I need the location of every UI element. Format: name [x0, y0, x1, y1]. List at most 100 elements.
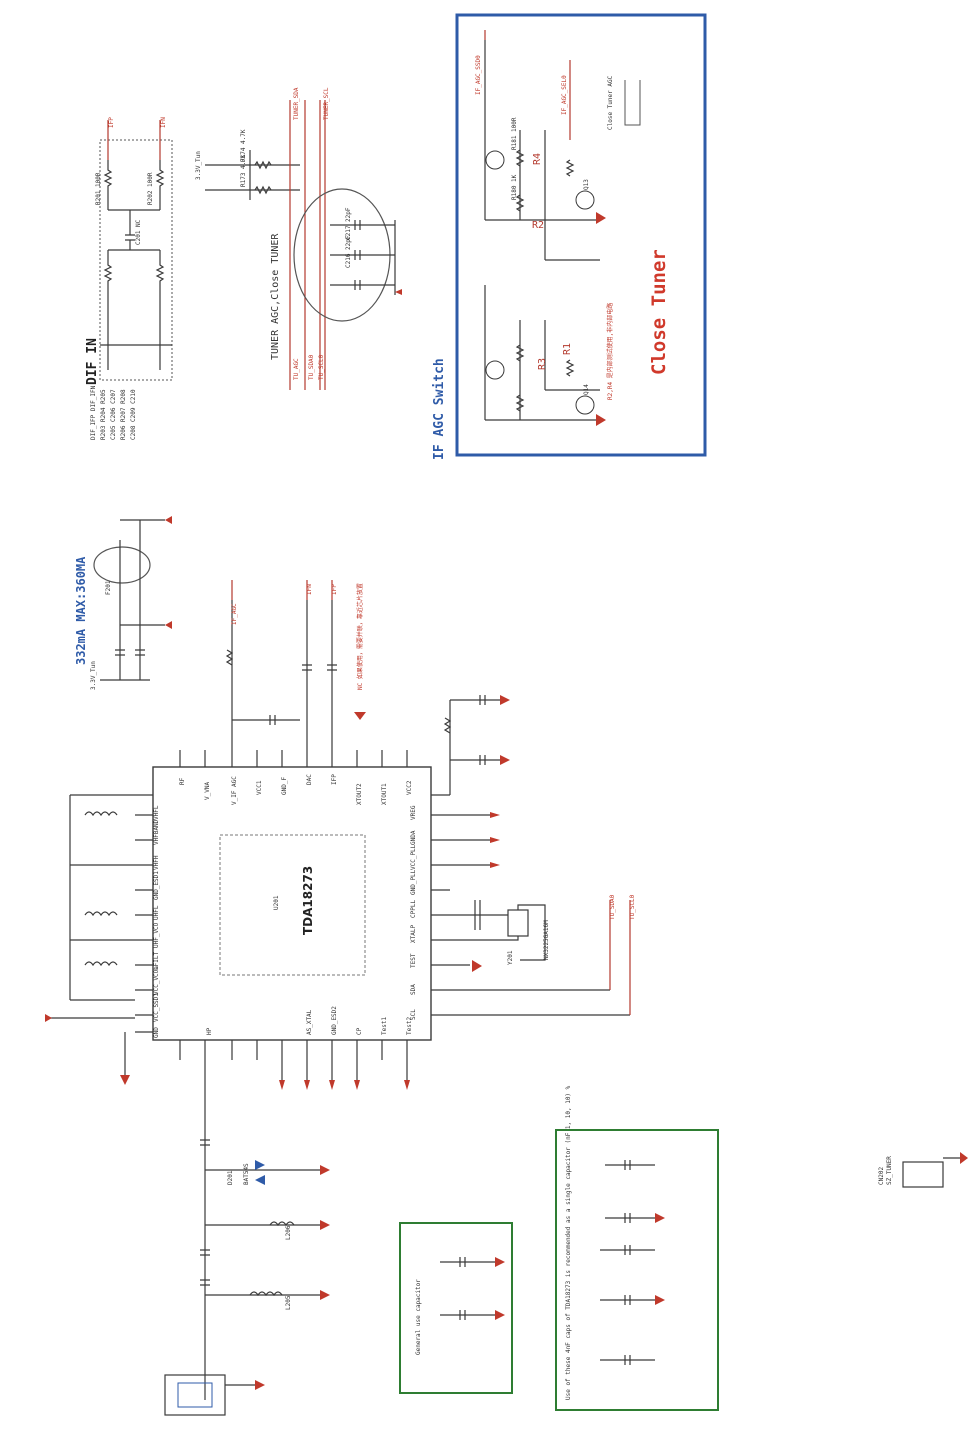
svg-text:R206 R207 R208: R206 R207 R208: [120, 389, 127, 440]
svg-text:R3: R3: [537, 358, 548, 370]
svg-text:GND_ESD1: GND_ESD1: [153, 871, 160, 900]
svg-text:DAC: DAC: [306, 774, 313, 785]
svg-text:IFN: IFN: [306, 584, 313, 595]
svg-text:NC 如果使用，需要并联，靠近芯片放置: NC 如果使用，需要并联，靠近芯片放置: [356, 583, 364, 690]
svg-text:R174 4.7K: R174 4.7K: [240, 129, 247, 162]
left-pins: LFILT VHFL VHFBAND VHFH GND_ESD1 UHFL UH…: [135, 794, 160, 1038]
svg-text:V_VNA: V_VNA: [204, 782, 211, 800]
chip-ref: U201: [273, 895, 280, 910]
if-output-nets: IF_AGC IFN IFP NC 如果使用，需要并联，靠近芯片放置: [225, 580, 510, 795]
svg-text:IF_AGC: IF_AGC: [231, 603, 238, 625]
svg-text:Close Tuner AGC: Close Tuner AGC: [607, 75, 614, 130]
svg-text:L206: L206: [285, 1225, 292, 1240]
svg-text:GND: GND: [153, 1027, 160, 1038]
svg-text:CPPLL: CPPLL: [410, 900, 417, 918]
svg-text:R1: R1: [562, 343, 573, 355]
svg-text:IFP: IFP: [331, 584, 338, 595]
if-agc-switch-title: IF AGC Switch: [432, 358, 447, 460]
svg-text:D201: D201: [227, 1170, 234, 1185]
svg-text:Use of these 4nF caps of TDA18: Use of these 4nF caps of TDA18273 is rec…: [565, 1085, 572, 1400]
svg-text:R202 100R: R202 100R: [147, 172, 154, 205]
svg-text:RF: RF: [179, 777, 186, 785]
dif-in-block: DIF IN IFP IFN R201 100R R202 100R C201 …: [85, 117, 173, 440]
svg-text:SCL: SCL: [410, 1009, 417, 1020]
rf-input-chain: D201 BAT54S L206 L205: [164, 1090, 330, 1416]
svg-text:R2,R4 是内部测试使用,非内部电路: R2,R4 是内部测试使用,非内部电路: [606, 303, 614, 400]
svg-text:Q13: Q13: [583, 179, 590, 190]
svg-text:VHFL: VHFL: [153, 805, 160, 820]
svg-text:R201 100R: R201 100R: [95, 172, 102, 205]
svg-text:3.3V_Tun: 3.3V_Tun: [195, 151, 202, 180]
svg-text:VCC_PLL: VCC_PLL: [410, 844, 417, 870]
svg-text:TU_SDA0: TU_SDA0: [308, 354, 315, 380]
close-tuner-title: Close Tuner: [648, 249, 670, 375]
svg-text:TU_SCL0: TU_SCL0: [318, 354, 325, 380]
power-block: 332mA MAX:360MA 3.3V_Tun F201: [74, 516, 172, 690]
svg-text:CN202: CN202: [878, 1167, 885, 1185]
svg-text:TU_SDA0: TU_SDA0: [609, 894, 616, 920]
svg-text:VHFBAND: VHFBAND: [153, 819, 160, 845]
svg-text:C208 C209 C210: C208 C209 C210: [130, 389, 137, 440]
svg-text:CP: CP: [356, 1027, 363, 1035]
svg-text:GNDA: GNDA: [410, 830, 417, 845]
svg-text:IF_AGC_SEL0: IF_AGC_SEL0: [561, 75, 568, 115]
svg-text:XTALP: XTALP: [410, 925, 417, 943]
svg-text:TEST: TEST: [410, 953, 417, 968]
svg-text:Test1: Test1: [381, 1017, 388, 1035]
svg-text:BAT54S: BAT54S: [243, 1163, 250, 1185]
svg-text:Test2: Test2: [406, 1017, 413, 1035]
svg-text:TU_AGC: TU_AGC: [293, 358, 300, 380]
tuner-agc-title: TUNER AGC,Close TUNER: [270, 233, 281, 360]
right-pins: VREG GNDA VCC_PLL GND_PLL CPPLL XTALP TE…: [410, 794, 630, 1020]
cn202-connector: CN202 SZ_TUNER: [878, 1152, 968, 1188]
chip-part: TDA18273: [301, 866, 315, 935]
svg-text:TUNER_SDA: TUNER_SDA: [293, 87, 300, 120]
svg-text:C216 22pF: C216 22pF: [345, 235, 352, 268]
tuner-agc-block: TUNER AGC,Close TUNER 3.3V_Tun R174 4.7K…: [195, 87, 402, 390]
svg-text:R203 R204 R205: R203 R204 R205: [100, 389, 107, 440]
svg-text:VCC_SSD1: VCC_SSD1: [153, 993, 160, 1022]
svg-text:LFILT: LFILT: [153, 952, 160, 970]
svg-text:R173 4.7K: R173 4.7K: [240, 154, 247, 187]
if-agc-switch-block: IF AGC Switch Close Tuner IF_AGC_SSD0 IF…: [432, 13, 707, 460]
svg-text:VCC1: VCC1: [256, 780, 263, 795]
svg-text:IFP: IFP: [331, 774, 338, 785]
svg-text:TU_SCL0: TU_SCL0: [629, 894, 636, 920]
general-cap-block: General use capacitor: [399, 1222, 513, 1394]
svg-text:HP: HP: [206, 1027, 213, 1035]
svg-text:GND_PLL: GND_PLL: [410, 869, 417, 895]
svg-text:IFN: IFN: [160, 117, 167, 128]
svg-text:3.3V_Tun: 3.3V_Tun: [90, 661, 97, 690]
svg-text:NX3225GA16M: NX3225GA16M: [543, 920, 550, 960]
svg-text:TUNER_SCL: TUNER_SCL: [323, 87, 330, 120]
current-title: 332mA MAX:360MA: [74, 556, 88, 665]
decoupling-block: Use of these 4nF caps of TDA18273 is rec…: [555, 1085, 719, 1411]
svg-text:DIF_IFP DIF_IFN: DIF_IFP DIF_IFN: [90, 385, 97, 440]
svg-text:XTOUT2: XTOUT2: [356, 783, 363, 805]
svg-text:VREG: VREG: [410, 805, 417, 820]
svg-text:VCC_VCOa: VCC_VCOa: [153, 966, 160, 995]
svg-text:SZ_TUNER: SZ_TUNER: [886, 1156, 893, 1185]
svg-text:Q14: Q14: [583, 384, 590, 395]
svg-text:GND_ESD2: GND_ESD2: [331, 1006, 338, 1035]
svg-text:F201: F201: [105, 580, 112, 595]
svg-text:Y201: Y201: [507, 950, 514, 965]
svg-text:IFP: IFP: [108, 117, 115, 128]
svg-text:UHF_VCO: UHF_VCO: [153, 922, 160, 948]
svg-text:VCC2: VCC2: [406, 780, 413, 795]
svg-text:XTOUT1: XTOUT1: [381, 783, 388, 805]
svg-text:GND_F: GND_F: [281, 777, 288, 795]
crystal-block: NX3225GA16M Y201: [470, 900, 550, 972]
svg-text:VHFH: VHFH: [153, 855, 160, 870]
top-pins: RF V_VNA V_IF AGC VCC1 GND_F DAC IFP XTO…: [179, 750, 413, 805]
svg-text:AS_XTAL: AS_XTAL: [306, 1009, 313, 1035]
tda18273-chip: TDA18273 U201 RF V_VNA V_IF AGC VCC1 GND…: [45, 750, 630, 1090]
svg-text:C217 22pF: C217 22pF: [345, 207, 352, 240]
svg-text:General use capacitor: General use capacitor: [415, 1279, 422, 1355]
svg-text:SDA: SDA: [410, 984, 417, 995]
svg-text:V_IF AGC: V_IF AGC: [231, 776, 238, 805]
svg-text:C205 C206 C207: C205 C206 C207: [110, 389, 117, 440]
svg-text:UHFL: UHFL: [153, 905, 160, 920]
svg-text:R4: R4: [532, 153, 543, 165]
